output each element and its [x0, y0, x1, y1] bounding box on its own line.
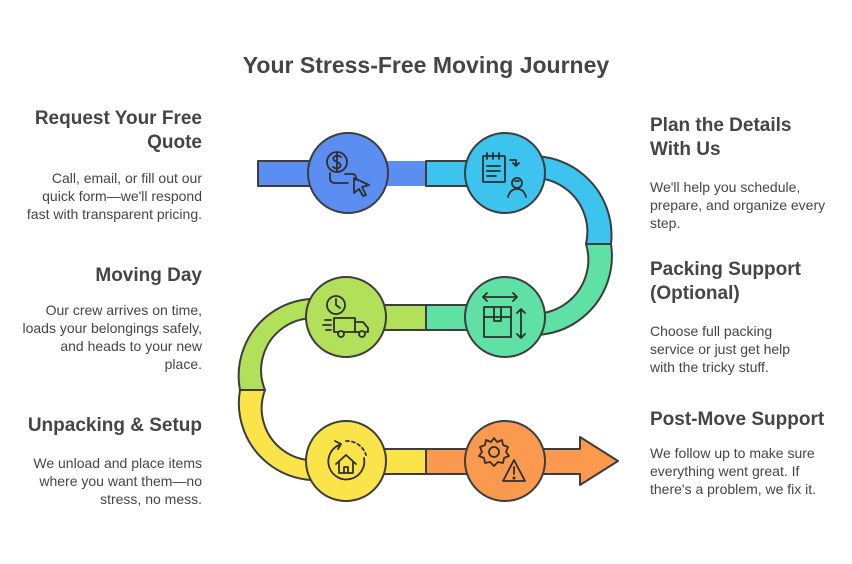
step-6-title: Post-Move Support — [650, 409, 825, 430]
step-4-description: Our crew arrives on time, loads your bel… — [22, 302, 202, 372]
clock-truck-icon — [322, 295, 369, 338]
step-5-title: Unpacking & Setup — [27, 415, 202, 436]
step-3-title: Packing Support (Optional) — [650, 259, 801, 304]
step-6-description: We follow up to make sure everything wen… — [650, 445, 817, 497]
box-measure-icon — [482, 292, 526, 339]
gear-warning-icon — [478, 437, 526, 482]
step-5-circle — [305, 420, 387, 502]
step-6-circle — [464, 420, 546, 502]
step-5-description: We unload and place items where you want… — [33, 455, 202, 507]
checklist-person-icon — [482, 152, 527, 198]
step-2-description: We'll help you schedule, prepare, and or… — [650, 179, 826, 231]
step-4-circle — [305, 276, 387, 358]
step-1-title: Request Your Free Quote — [34, 108, 202, 153]
step-1-description: Call, email, or fill out our quick form—… — [26, 170, 202, 222]
step-4-title: Moving Day — [95, 265, 202, 286]
home-arrow-icon — [327, 440, 367, 481]
step-1-circle — [307, 132, 389, 214]
step-3-description: Choose full packing service or just get … — [650, 323, 791, 375]
step-2-title: Plan the Details With Us — [650, 115, 792, 160]
page-title: Your Stress-Free Moving Journey — [242, 52, 610, 78]
dollar-cursor-icon — [326, 151, 370, 197]
